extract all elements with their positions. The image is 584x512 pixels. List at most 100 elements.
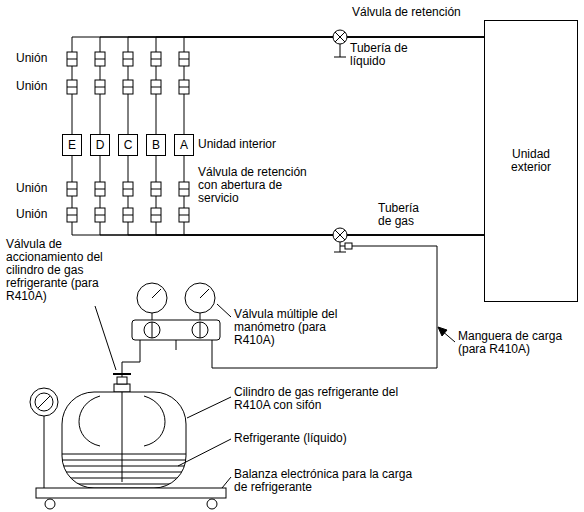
node-text-group: B [152, 139, 160, 152]
gas-pipe [156, 156, 484, 235]
arrow-head [438, 327, 447, 336]
union-fitting [151, 80, 161, 94]
pressure-gauge [137, 283, 167, 313]
node-label: B [152, 139, 160, 152]
part-label: Unión [16, 182, 60, 195]
valve-cross [335, 230, 345, 240]
scale-wheel [207, 499, 217, 509]
cylinder-guard [79, 396, 100, 446]
outdoor-unit: Unidad exterior [484, 20, 578, 302]
scale-stand [44, 416, 45, 488]
node-label: D [96, 139, 105, 152]
leader-line [222, 477, 231, 488]
liquid-hatch [62, 460, 186, 461]
node-text-group: A [180, 139, 188, 152]
liquid-valve [333, 30, 347, 57]
union-fitting [179, 52, 189, 66]
knob-mark [152, 322, 153, 338]
part-label: Válvula de accionamiento del cilindro de… [6, 238, 130, 303]
part-label: Manguera de carga (para R410A) [458, 330, 570, 356]
gas-pipe [72, 156, 484, 235]
part-label: Balanza electrónica para la carga de ref… [234, 468, 426, 494]
node-label: Unidad exterior [502, 148, 560, 174]
scale-wheel [45, 499, 55, 509]
part-label: Unión [16, 80, 60, 93]
liquid-pipe [184, 37, 484, 134]
gas-valve [333, 228, 352, 252]
union-fitting [95, 208, 105, 222]
manifold-port [140, 340, 141, 350]
leader-line [95, 306, 116, 370]
liquid-level [62, 454, 186, 455]
refrigerant-cylinder [60, 372, 190, 488]
part-label: Cilindro de gas refrigerante del R410A c… [234, 386, 416, 412]
scale-dial [35, 393, 53, 411]
cylinder-valve [117, 377, 127, 384]
indoor-unit: B [146, 134, 166, 156]
leader-line [217, 304, 231, 317]
union-fitting [67, 52, 77, 66]
liquid-refrigerant [62, 454, 186, 484]
cylinder-neck [114, 384, 130, 392]
valve-stem [340, 44, 341, 57]
union-fitting [95, 182, 105, 196]
indoor-unit: C [118, 134, 138, 156]
part-label: Válvula múltiple del manómetro (para R41… [234, 308, 338, 347]
part-label: Unión [16, 52, 60, 65]
gauge-needle [152, 289, 161, 298]
union-fitting [123, 52, 133, 66]
node-text-group: D [96, 139, 105, 152]
node-label: C [124, 139, 133, 152]
gauge-stem [200, 313, 201, 320]
charge-hoses [122, 246, 437, 372]
valve-body [333, 228, 347, 242]
liquid-hatch [62, 472, 186, 473]
liquid-hatch [62, 466, 186, 467]
part-label: Refrigerante (líquido) [234, 432, 384, 445]
manifold-knob [192, 322, 208, 338]
indoor-unit: A [174, 134, 194, 156]
liquid-hatch [62, 478, 186, 479]
electronic-scale [30, 388, 226, 509]
union-fitting [67, 80, 77, 94]
union-fitting [67, 182, 77, 196]
gas-pipe [184, 156, 484, 235]
part-label: Unión [16, 208, 60, 221]
gas-pipe [100, 156, 484, 235]
siphon-tube [122, 392, 123, 482]
manifold-port [176, 340, 177, 350]
knob-mark [200, 322, 201, 338]
liquid-hatch [62, 484, 186, 485]
liquid-pipe [156, 37, 484, 134]
node-label: E [68, 139, 76, 152]
gauge-stem [152, 313, 153, 320]
cylinder-valve-handle [113, 373, 131, 375]
union-fitting [151, 52, 161, 66]
pressure-gauge [185, 283, 215, 313]
gauge-manifold [132, 283, 220, 350]
union-fitting [67, 208, 77, 222]
part-label: Tubería de gas [378, 202, 430, 228]
part-label: Unidad interior [198, 138, 308, 151]
union-fitting [151, 182, 161, 196]
union-fitting [123, 80, 133, 94]
valve-cross [335, 32, 345, 42]
node-text-group: E [68, 139, 76, 152]
leader-line [178, 439, 231, 466]
union-fitting [179, 182, 189, 196]
union-fitting [123, 182, 133, 196]
cylinder-guard [144, 396, 165, 446]
valve-body [333, 30, 347, 44]
union-fittings [67, 52, 189, 222]
gauge-needle [200, 289, 209, 298]
indoor-unit: D [90, 134, 110, 156]
part-label: Tubería de líquido [350, 42, 420, 68]
liquid-pipe [128, 37, 484, 134]
valve-cross [335, 32, 345, 42]
service-port-pipe [340, 246, 345, 247]
valve-foot [334, 57, 346, 58]
liquid-pipe [100, 37, 484, 134]
manifold-body [132, 320, 220, 340]
node-text-group: Unidad exterior [502, 148, 560, 174]
